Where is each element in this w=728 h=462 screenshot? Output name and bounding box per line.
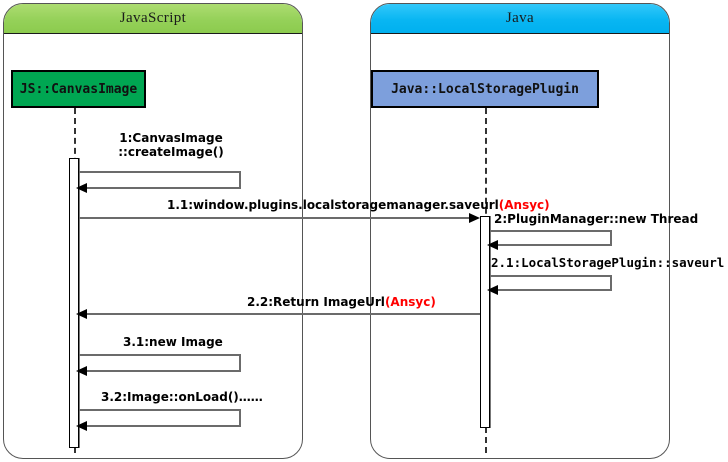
message-2-label: 2:PluginManager::new Thread [494, 212, 698, 226]
actor-js-canvasimage-label: JS::CanvasImage [19, 81, 138, 97]
panel-java-header: Java [371, 4, 669, 34]
message-3-1-line-out [79, 354, 241, 356]
message-2-text: 2:PluginManager::new Thread [494, 212, 699, 226]
message-1-1-line [79, 217, 473, 219]
message-2-line-return [497, 244, 612, 246]
message-3-1-line-down [239, 354, 241, 372]
message-1-1-text: 1.1:window.plugins.localstoragemanager.s… [167, 198, 499, 212]
activation-java-localstorageplugin [480, 216, 490, 428]
message-1-label: 1:CanvasImage ::createImage() [96, 131, 246, 159]
message-2-1-arrowhead [487, 285, 498, 295]
message-3-1-text: 3.1:new Image [123, 335, 223, 349]
activation-js-canvasimage [69, 158, 79, 448]
panel-java-title: Java [505, 10, 535, 26]
message-2-2-async-tag: (Ansyc) [384, 295, 436, 309]
message-3-2-arrowhead [76, 421, 87, 431]
message-3-2-line-out [79, 409, 241, 411]
panel-javascript-title: JavaScript [119, 10, 187, 26]
message-2-2-arrowhead [76, 309, 87, 319]
message-2-1-label: 2.1:LocalStoragePlugin::saveurl [491, 256, 724, 270]
message-2-2-line [86, 313, 480, 315]
message-3-1-arrowhead [76, 366, 87, 376]
message-1-line-out [79, 171, 241, 173]
actor-java-localstorageplugin-label: Java::LocalStoragePlugin [391, 81, 579, 97]
message-1-line1: 1:CanvasImage [119, 131, 223, 145]
message-2-arrowhead [487, 240, 498, 250]
message-1-line-return [86, 187, 241, 189]
actor-js-canvasimage[interactable]: JS::CanvasImage [11, 70, 146, 108]
message-1-1-arrowhead [469, 213, 480, 223]
message-2-1-line-down [610, 275, 612, 291]
message-2-line-down [610, 230, 612, 246]
message-2-2-text: 2.2:Return ImageUrl [247, 295, 385, 309]
message-1-line-down [239, 171, 241, 189]
message-3-1-line-return [86, 370, 241, 372]
message-3-2-line-return [86, 425, 241, 427]
message-1-arrowhead [76, 183, 87, 193]
actor-java-localstorageplugin[interactable]: Java::LocalStoragePlugin [371, 70, 599, 108]
message-3-1-label: 3.1:new Image [123, 335, 223, 349]
message-1-1-label: 1.1:window.plugins.localstoragemanager.s… [167, 198, 550, 212]
message-2-1-text: 2.1:LocalStoragePlugin::saveurl [491, 255, 725, 270]
message-3-2-line-down [239, 409, 241, 427]
message-2-1-line-return [497, 289, 612, 291]
message-3-2-label: 3.2:Image::onLoad()…… [101, 390, 263, 404]
panel-javascript-header: JavaScript [4, 4, 302, 34]
message-3-2-text: 3.2:Image::onLoad()…… [101, 390, 263, 404]
message-2-2-label: 2.2:Return ImageUrl(Ansyc) [247, 295, 436, 309]
message-2-1-line-out [490, 275, 612, 277]
message-1-1-async-tag: (Ansyc) [498, 198, 550, 212]
message-2-line-out [490, 230, 612, 232]
message-1-line2: ::createImage() [118, 145, 224, 159]
